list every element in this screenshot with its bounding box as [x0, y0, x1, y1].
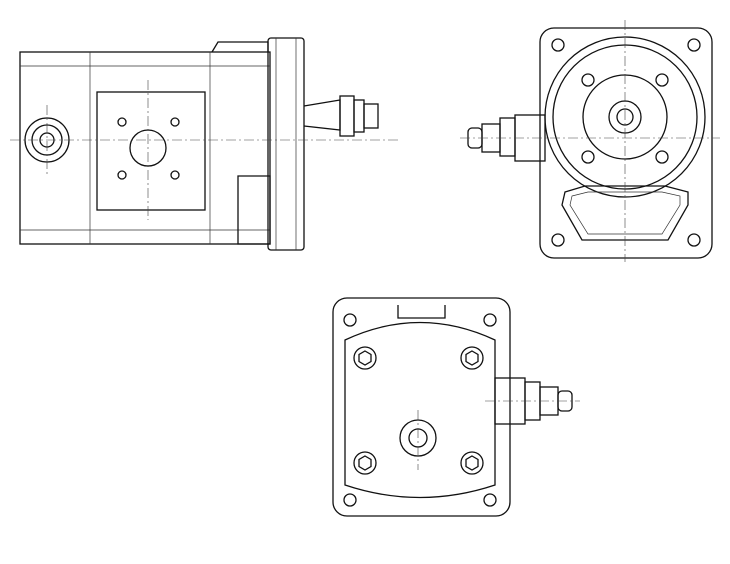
- bolt: [170, 117, 180, 127]
- mount-hole: [551, 233, 565, 247]
- hex-bolt: [460, 346, 484, 370]
- base-plate: [332, 297, 511, 517]
- mounting-flange: [267, 37, 305, 251]
- mount-hole: [343, 493, 357, 507]
- mount-hole: [551, 38, 565, 52]
- fitting-cone: [303, 99, 341, 131]
- mount-hole: [687, 233, 701, 247]
- front-view: [460, 20, 720, 262]
- bolt: [655, 73, 669, 87]
- port-plate: [96, 91, 206, 211]
- hex-bolt: [460, 451, 484, 475]
- bolt: [581, 150, 595, 164]
- mount-hole: [343, 313, 357, 327]
- pump-body: [19, 51, 271, 245]
- bolt: [170, 170, 180, 180]
- hex-bolt: [353, 451, 377, 475]
- mount-hole: [483, 493, 497, 507]
- bolt: [655, 150, 669, 164]
- slot: [561, 185, 689, 241]
- mount-hole: [483, 313, 497, 327]
- hex-bolt: [353, 346, 377, 370]
- flange-plate: [539, 27, 713, 259]
- bolt: [117, 170, 127, 180]
- bolt: [117, 117, 127, 127]
- hex-fitting: [339, 95, 355, 137]
- bottom-view: [332, 297, 580, 517]
- mount-hole: [687, 38, 701, 52]
- bolt: [581, 73, 595, 87]
- side-view: [10, 37, 400, 251]
- housing: [344, 321, 496, 499]
